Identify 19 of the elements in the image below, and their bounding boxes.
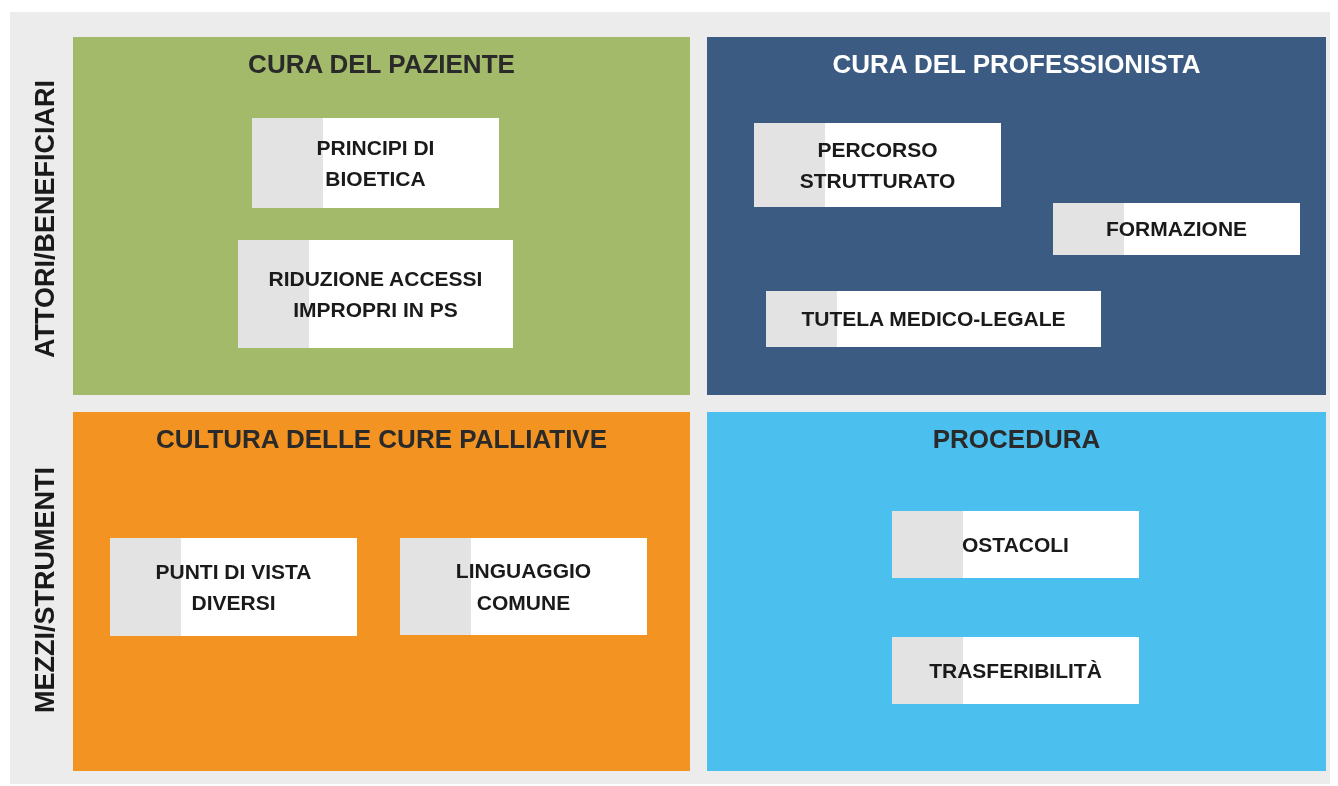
topic-card: RIDUZIONE ACCESSI IMPROPRI IN PS — [238, 240, 513, 348]
topic-card: OSTACOLI — [892, 511, 1139, 578]
axis-label: ATTORI/BENEFICIARI — [30, 79, 61, 360]
topic-card: PERCORSO STRUTTURATO — [754, 123, 1001, 207]
quadrant-panel — [707, 412, 1326, 771]
axis-label: MEZZI/STRUMENTI — [30, 466, 61, 715]
quadrant-title: CURA DEL PAZIENTE — [247, 49, 516, 80]
topic-card: LINGUAGGIO COMUNE — [400, 538, 647, 635]
topic-card: PRINCIPI DI BIOETICA — [252, 118, 499, 208]
topic-card: TRASFERIBILITÀ — [892, 637, 1139, 704]
quadrant-panel — [73, 412, 690, 771]
quadrant-title: PROCEDURA — [931, 424, 1102, 455]
topic-card: FORMAZIONE — [1053, 203, 1300, 255]
topic-card: PUNTI DI VISTA DIVERSI — [110, 538, 357, 636]
topic-card: TUTELA MEDICO-LEGALE — [766, 291, 1101, 347]
quadrant-panel — [707, 37, 1326, 395]
quadrant-title: CULTURA DELLE CURE PALLIATIVE — [154, 424, 609, 455]
quadrant-panel — [73, 37, 690, 395]
quadrant-title: CURA DEL PROFESSIONISTA — [831, 49, 1202, 80]
